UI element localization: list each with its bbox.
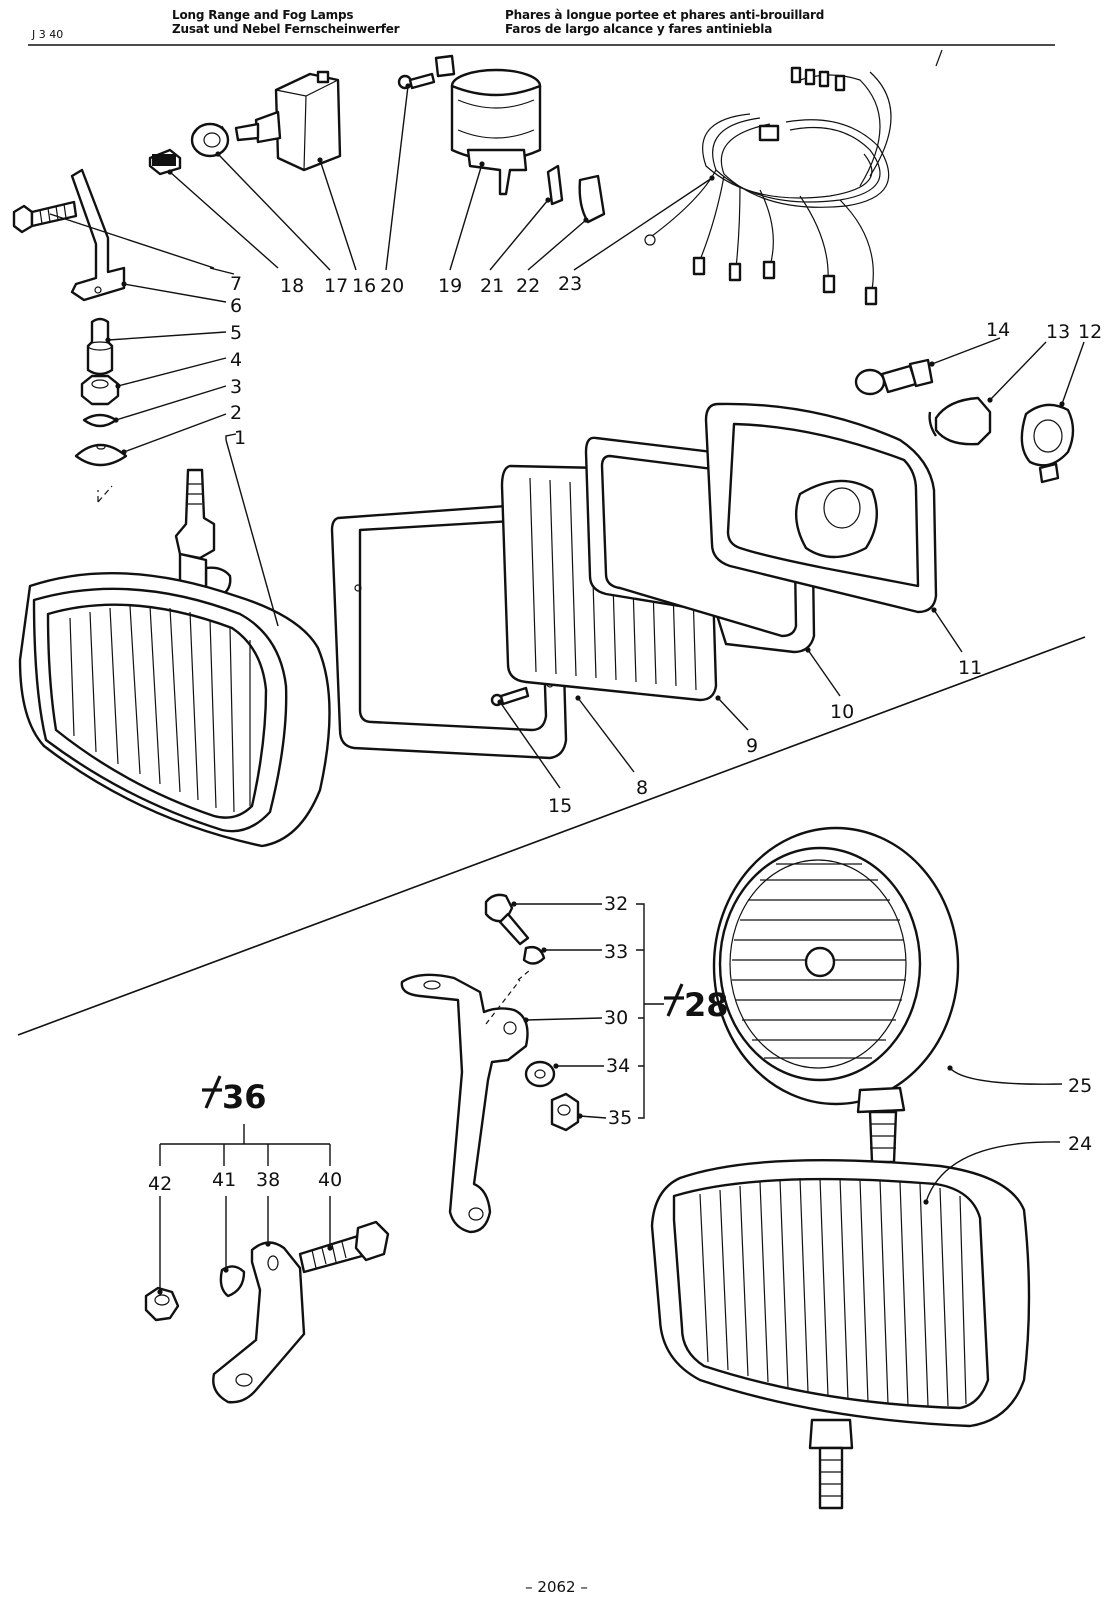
callout-labels: 7 6 5 4 3 2 1 18 17 16 20 19 21 22 23 14… (148, 273, 1102, 1195)
callout-10: 10 (830, 701, 854, 723)
callout-6: 6 (230, 295, 242, 317)
socket-12 (1020, 403, 1075, 484)
callout-8: 8 (636, 777, 648, 799)
bolt-40 (298, 1220, 390, 1274)
title-german: Zusat und Nebel Fernscheinwerfer (172, 22, 400, 36)
callout-4: 4 (230, 349, 242, 371)
rubber-cap-2 (74, 443, 128, 467)
callout-7: 7 (230, 273, 242, 295)
title-english: Long Range and Fog Lamps (172, 8, 354, 22)
callout-32: 32 (604, 893, 628, 915)
screw-20 (397, 72, 436, 90)
callout-13: 13 (1046, 321, 1070, 343)
bracket-30 (400, 973, 529, 1234)
switch-16 (234, 70, 342, 172)
group-36-label: 36 (202, 1075, 267, 1116)
relay-19 (434, 54, 542, 196)
callout-33: 33 (604, 941, 628, 963)
callout-34: 34 (606, 1055, 630, 1077)
clip-22 (578, 174, 606, 224)
callout-12: 12 (1078, 321, 1102, 343)
callout-15: 15 (548, 795, 572, 817)
bolt-7 (12, 200, 78, 234)
title-french: Phares à longue portee et phares anti-br… (505, 8, 825, 22)
callout-17: 17 (324, 275, 348, 297)
callout-2: 2 (230, 402, 242, 424)
bulb-14 (854, 358, 934, 396)
group-marker-icon (202, 1075, 222, 1109)
callout-20: 20 (380, 275, 404, 297)
callout-23: 23 (558, 273, 582, 295)
lock-washer-41 (219, 1265, 246, 1298)
callout-35: 35 (608, 1107, 632, 1129)
leader-lines (49, 85, 1085, 1292)
callout-19: 19 (438, 275, 462, 297)
page-number: – 2062 – (525, 1578, 588, 1596)
bolt-32 (484, 893, 530, 946)
fog-lamp-1 (18, 468, 331, 848)
nut-4 (80, 374, 120, 406)
group-marker-icon (664, 983, 684, 1017)
bracket-38 (212, 1241, 306, 1404)
callout-30: 30 (604, 1007, 628, 1029)
section-divider (17, 636, 1086, 1036)
callout-25: 25 (1068, 1075, 1092, 1097)
leader-dots (105, 83, 1065, 1295)
callout-41: 41 (212, 1169, 236, 1191)
washer-34 (524, 1060, 556, 1088)
bulb-13 (928, 396, 992, 446)
title-spanish: Faros de largo alcance y fares antiniebl… (505, 22, 773, 36)
rect-lamp-24 (650, 1158, 1031, 1510)
callout-1: 1 (234, 427, 246, 449)
callout-18: 18 (280, 275, 304, 297)
group-28-label: 28 (664, 983, 729, 1024)
callout-9: 9 (746, 735, 758, 757)
lock-washer-33 (522, 945, 546, 965)
callout-42: 42 (148, 1173, 172, 1195)
clip-18 (148, 148, 182, 176)
stud-5 (86, 317, 114, 376)
group-36-number: 36 (222, 1078, 267, 1116)
nut-17 (190, 122, 230, 158)
callout-16: 16 (352, 275, 376, 297)
group-28-number: 28 (684, 986, 729, 1024)
page-code: J 3 40 (32, 28, 64, 41)
nut-35 (550, 1092, 580, 1132)
callout-22: 22 (516, 275, 540, 297)
callout-5: 5 (230, 322, 242, 344)
callout-38: 38 (256, 1169, 280, 1191)
reflector-housing-11 (704, 402, 938, 614)
callout-21: 21 (480, 275, 504, 297)
callout-40: 40 (318, 1169, 342, 1191)
lock-washer-3 (82, 413, 118, 428)
terminal-21 (546, 164, 564, 206)
round-lamp-25 (712, 826, 960, 1164)
callout-14: 14 (986, 319, 1010, 341)
bracket-6 (70, 168, 126, 302)
callout-11: 11 (958, 657, 982, 679)
wiring-harness-23 (644, 66, 892, 306)
callout-3: 3 (230, 376, 242, 398)
callout-24: 24 (1068, 1133, 1092, 1155)
